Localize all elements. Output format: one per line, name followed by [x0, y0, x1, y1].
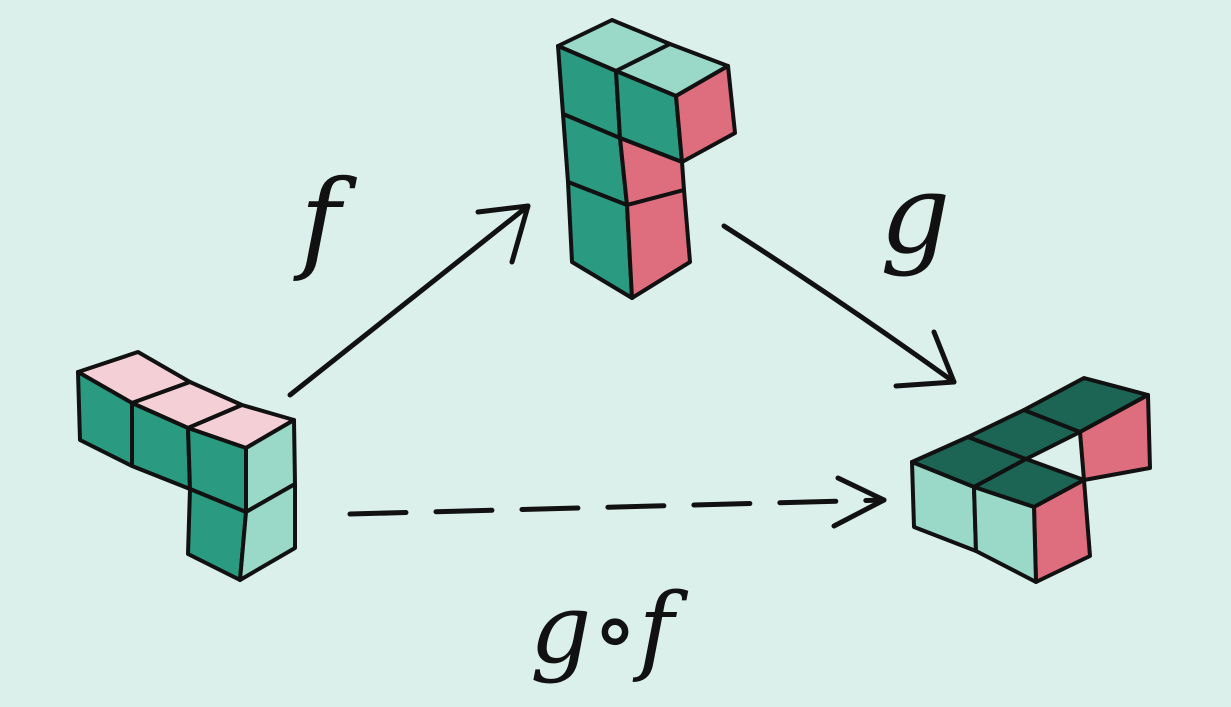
label-f: f	[293, 156, 357, 284]
l-block-target-icon	[910, 376, 1152, 584]
arrow-g	[721, 223, 957, 389]
l-block-middle-icon	[556, 18, 737, 300]
arrow-gf-dashed	[347, 475, 887, 529]
label-g: g	[880, 150, 950, 278]
arrow-f	[287, 203, 531, 398]
l-block-source-icon	[76, 350, 297, 582]
label-gf: g∘f	[530, 573, 689, 685]
